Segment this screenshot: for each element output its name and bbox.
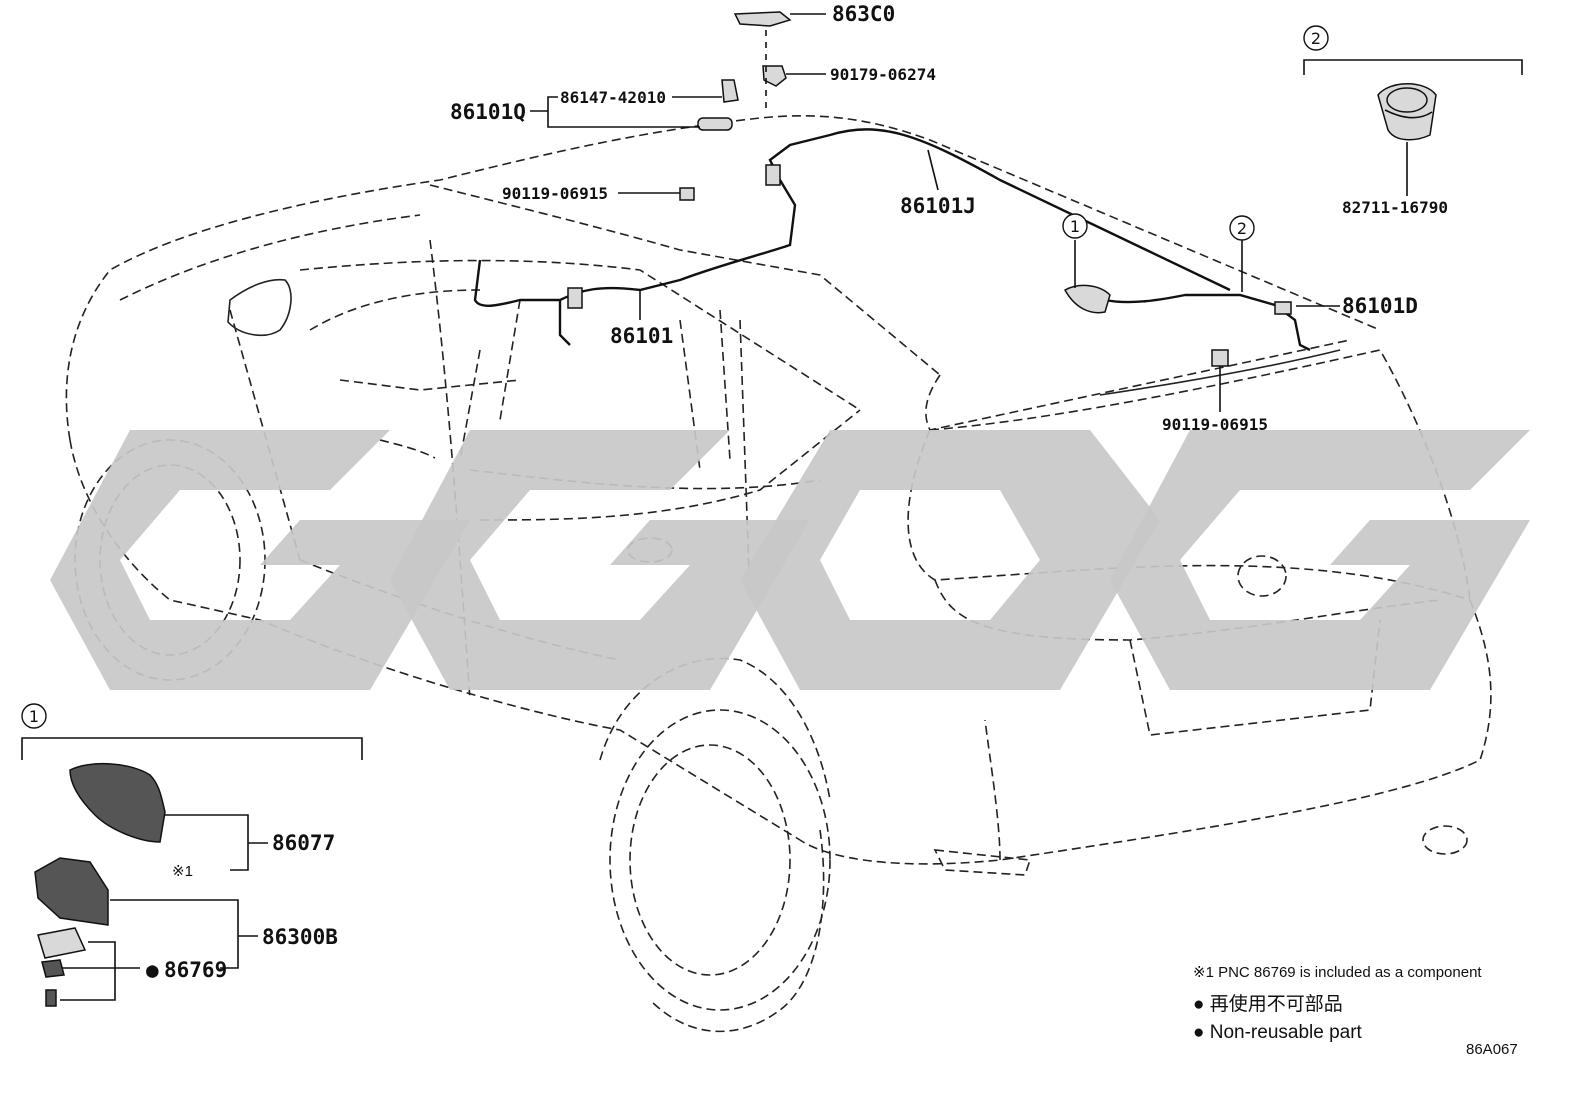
label-82711-16790: 82711-16790: [1342, 198, 1448, 217]
connector-86101D: [1274, 301, 1292, 315]
label-ref-note-mark: ※1: [172, 863, 193, 880]
callout-1-roof: 1: [1062, 213, 1088, 239]
label-86147-42010: 86147-42010: [560, 88, 666, 107]
watermark: [50, 430, 1530, 690]
connector-86101Q: [697, 117, 733, 131]
grommet-82711-16790: [1377, 83, 1437, 141]
svg-text:1: 1: [29, 707, 39, 726]
label-86101D: 86101D: [1342, 294, 1418, 318]
antenna-cable: [473, 128, 1311, 352]
label-90119-06915-top: 90119-06915: [502, 184, 608, 203]
label-86101J: 86101J: [900, 194, 976, 218]
shark-fin-antenna-cover: [69, 762, 166, 843]
clip-86147-42010: [721, 79, 739, 103]
nut-86769: [41, 959, 65, 978]
note-nonreusable-en: ● Non-reusable part: [1193, 1022, 1363, 1043]
clip-90179-06274: [762, 65, 787, 87]
connector-86101J: [765, 164, 781, 186]
label-bullet-86769: ●: [146, 958, 159, 982]
svg-text:2: 2: [1311, 29, 1321, 48]
label-86101: 86101: [610, 324, 673, 348]
label-86101Q: 86101Q: [450, 100, 526, 124]
svg-text:2: 2: [1237, 219, 1247, 238]
notes: ※1 PNC 86769 is included as a component …: [1193, 964, 1518, 1058]
callout-1-header: 1: [21, 703, 47, 729]
callout-2-header: 2: [1303, 25, 1329, 51]
label-86077: 86077: [272, 831, 335, 855]
svg-text:1: 1: [1070, 217, 1080, 236]
screw-86769: [45, 989, 57, 1007]
bolt-90119-06915-top: [679, 187, 695, 201]
connector-86101: [567, 287, 583, 309]
label-86300B: 86300B: [262, 925, 338, 949]
label-90119-06915-right: 90119-06915: [1162, 415, 1268, 434]
bracket-863C0: [733, 11, 792, 27]
note-nonreusable-jp: ● 再使用不可部品: [1193, 993, 1343, 1015]
callout-2-roof: 2: [1229, 215, 1255, 241]
roof-antenna-base: [1063, 284, 1111, 314]
part-labels: 863C0 90179-06274 86101Q 86147-42010 901…: [146, 2, 1448, 982]
bolt-90119-06915-right: [1211, 349, 1229, 367]
label-86769: 86769: [164, 958, 227, 982]
note-pnc: ※1 PNC 86769 is included as a component: [1193, 964, 1482, 981]
leader-lines: [21, 13, 1523, 1001]
label-863C0: 863C0: [832, 2, 895, 26]
label-90179-06274: 90179-06274: [830, 65, 936, 84]
figure-id: 86A067: [1466, 1041, 1518, 1058]
antenna-assembly-86300B: [34, 857, 109, 926]
gasket-86769: [37, 927, 87, 959]
